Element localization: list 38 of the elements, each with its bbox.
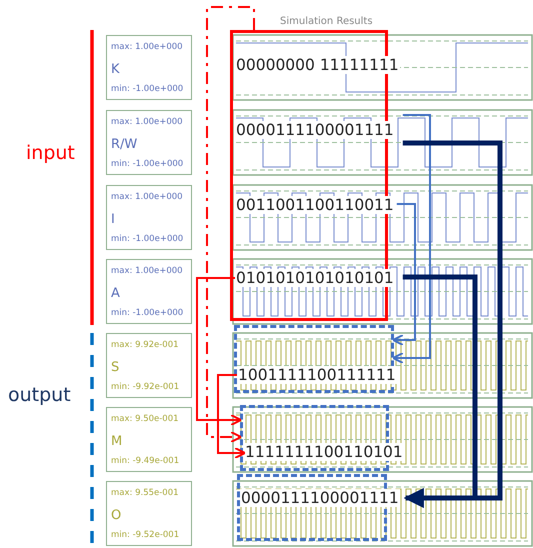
signal-name: R/W — [111, 137, 138, 152]
range-label: max: 1.00e+000 — [111, 117, 183, 127]
range-label: max: 1.00e+000 — [111, 192, 183, 202]
signal-name: I — [111, 212, 115, 227]
signal-name: S — [111, 360, 120, 375]
bit-sequence: 1111111100110101 — [244, 443, 404, 461]
range-label: min: -1.00e+000 — [111, 84, 184, 94]
bit-sequence: 0000111100001111 — [240, 489, 400, 507]
group-label: input — [26, 142, 75, 164]
bit-sequence: 0000111100001111 — [235, 121, 395, 139]
signal-name: A — [111, 286, 120, 301]
arrow — [392, 114, 431, 364]
bit-sequence: 1001111100111111 — [237, 366, 397, 384]
arrow — [206, 6, 255, 443]
range-label: min: -1.00e+000 — [111, 234, 184, 244]
bit-sequence: 0101010101010101 — [235, 269, 395, 287]
range-label: max: 9.92e-001 — [111, 340, 179, 350]
arrow — [402, 274, 478, 508]
range-label: min: -1.00e+000 — [111, 159, 184, 169]
range-label: max: 1.00e+000 — [111, 42, 183, 52]
group-label: output — [8, 384, 71, 406]
bit-sequence: 0011001100110011 — [235, 196, 395, 214]
range-label: min: -9.49e-001 — [111, 456, 180, 466]
range-label: min: -9.52e-001 — [111, 530, 180, 540]
range-label: max: 1.00e+000 — [111, 266, 183, 276]
bit-sequence: 00000000 11111111 — [235, 56, 400, 74]
range-label: min: -1.00e+000 — [111, 308, 184, 318]
arrow — [392, 203, 416, 346]
range-label: max: 9.55e-001 — [111, 488, 179, 498]
signal-name: K — [111, 62, 120, 77]
signal-name: M — [111, 434, 122, 449]
arrow — [196, 277, 242, 426]
chart-title: Simulation Results — [280, 16, 373, 27]
range-label: max: 9.50e-001 — [111, 414, 179, 424]
signal-name: O — [111, 508, 122, 523]
arrow — [217, 374, 246, 459]
range-label: min: -9.92e-001 — [111, 382, 180, 392]
highlight-frame — [234, 325, 394, 393]
